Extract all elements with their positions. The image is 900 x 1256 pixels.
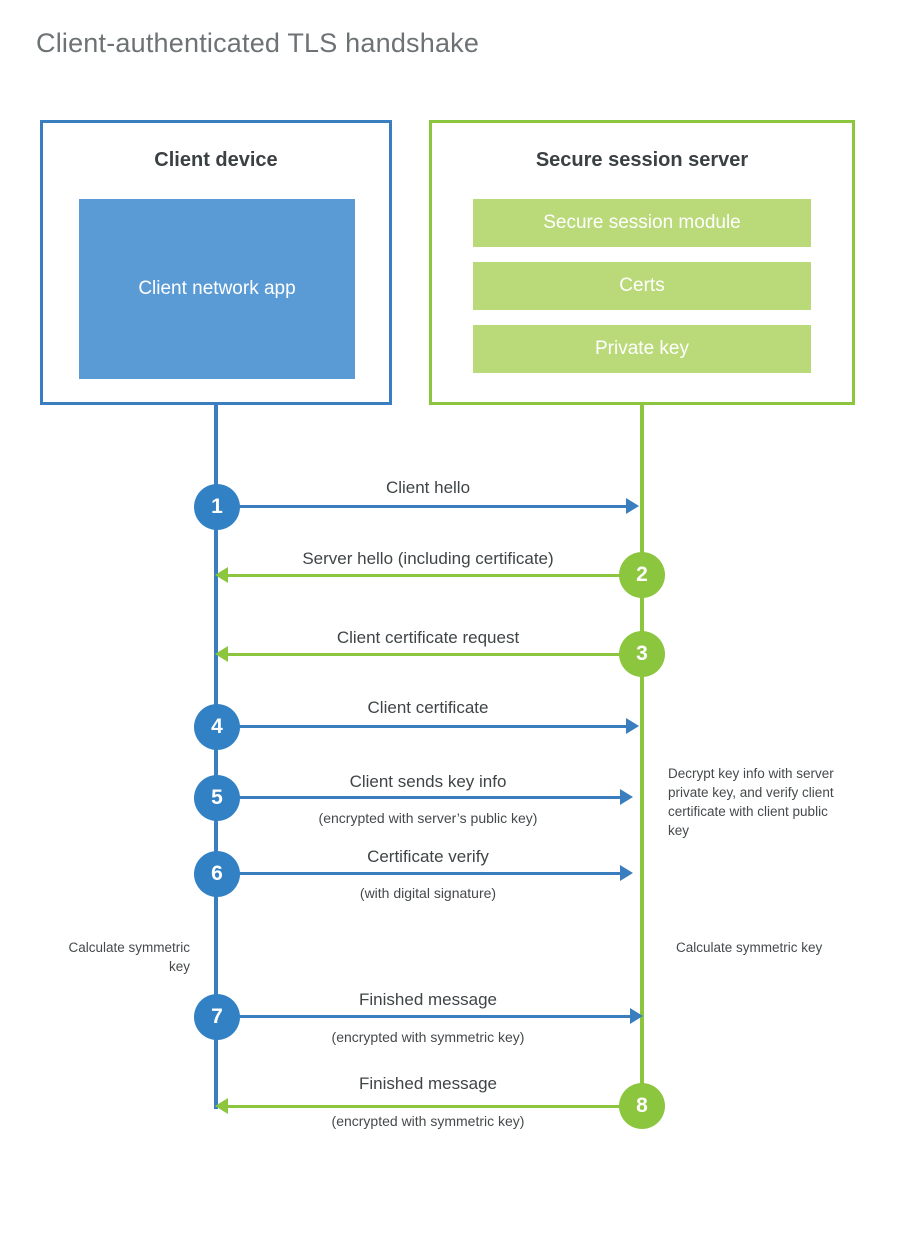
step-2-arrow-line (228, 574, 642, 577)
step-6-arrow-line (214, 872, 620, 875)
step-4-arrow-line (214, 725, 626, 728)
step-8-arrow-head-icon (215, 1098, 228, 1114)
step-6-arrow-head-icon (620, 865, 633, 881)
step-6-circle[interactable]: 6 (194, 851, 240, 897)
server-calculate-symmetric-key-note: Calculate symmetric key (676, 940, 823, 955)
step-6-label: Certificate verify (367, 847, 489, 866)
step-4-label: Client certificate (367, 698, 489, 717)
step-7-arrow-line (214, 1015, 630, 1018)
step-5-arrow-head-icon (620, 789, 633, 805)
secure-session-server-box: Secure session server Secure session mod… (429, 120, 855, 405)
step-3-label: Client certificate request (336, 628, 520, 647)
step-1-circle[interactable]: 1 (194, 484, 240, 530)
step-5-circle[interactable]: 5 (194, 775, 240, 821)
server-decrypt-note: Decrypt key info with server private key… (668, 766, 834, 839)
step-3-arrow-head-icon (215, 646, 228, 662)
step-2-circle[interactable]: 2 (619, 552, 665, 598)
client-device-box: Client device Client network app (40, 120, 392, 405)
step-7-arrow-head-icon (630, 1008, 643, 1024)
step-5-label: Client sends key info (349, 772, 507, 791)
step-7-sublabel: (encrypted with symmetric key) (331, 1029, 525, 1045)
step-6-sublabel: (with digital signature) (359, 885, 497, 901)
step-8-label: Finished message (359, 1074, 497, 1093)
step-8-arrow-line (228, 1105, 642, 1108)
step-8-circle[interactable]: 8 (619, 1083, 665, 1129)
step-2-label: Server hello (including certificate) (302, 549, 554, 568)
server-component-secure-session-module: Secure session module (473, 199, 811, 247)
step-3-arrow-line (228, 653, 642, 656)
client-calculate-symmetric-key-note: Calculate symmetric key (68, 940, 190, 975)
step-1-label: Client hello (385, 478, 471, 497)
step-1-arrow-head-icon (626, 498, 639, 514)
server-component-private-key: Private key (473, 325, 811, 373)
secure-session-server-title: Secure session server (535, 149, 749, 171)
step-1-arrow-line (214, 505, 626, 508)
step-5-arrow-line (214, 796, 620, 799)
step-4-arrow-head-icon (626, 718, 639, 734)
client-network-app-box: Client network app (79, 199, 355, 379)
server-component-certs: Certs (473, 262, 811, 310)
server-lifeline (640, 403, 644, 1107)
step-2-arrow-head-icon (215, 567, 228, 583)
client-lifeline (214, 403, 218, 1109)
client-device-title: Client device (154, 149, 278, 171)
step-3-circle[interactable]: 3 (619, 631, 665, 677)
step-7-label: Finished message (359, 990, 497, 1009)
step-5-sublabel: (encrypted with server’s public key) (318, 810, 538, 826)
step-4-circle[interactable]: 4 (194, 704, 240, 750)
page-title: Client-authenticated TLS handshake (36, 28, 480, 58)
step-8-sublabel: (encrypted with symmetric key) (331, 1113, 525, 1129)
step-7-circle[interactable]: 7 (194, 994, 240, 1040)
